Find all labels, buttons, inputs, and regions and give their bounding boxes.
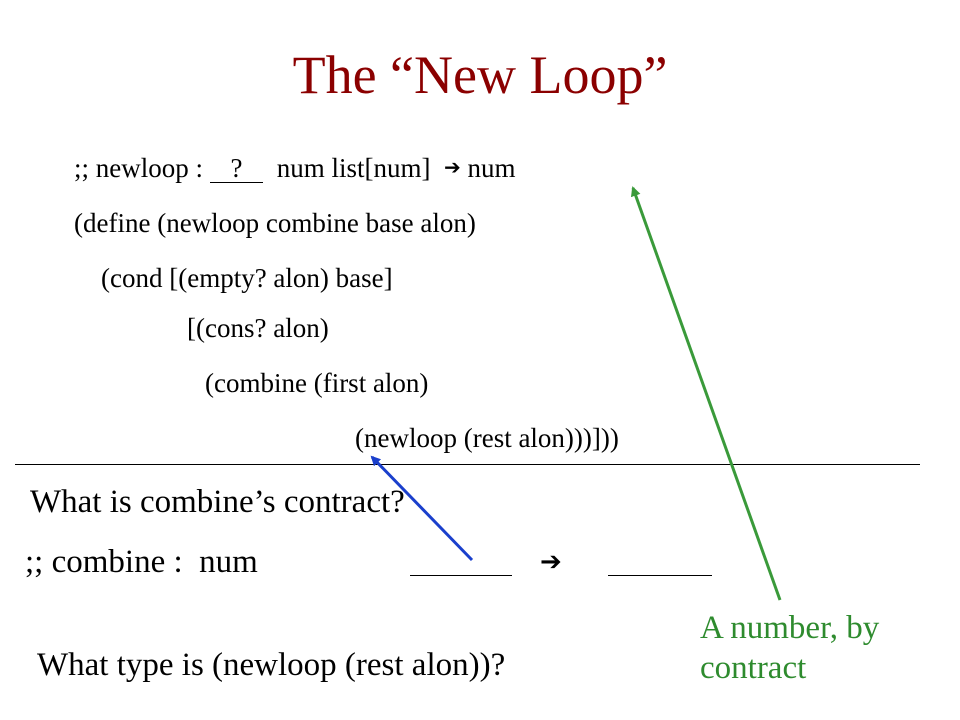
code-line-contract: ;; newloop : ? num list[num] ➔ num: [74, 155, 516, 183]
combine-arg: num: [199, 544, 258, 580]
contract-arrow-glyph: ➔: [443, 155, 461, 179]
annotation-line-1: A number, by: [700, 610, 880, 646]
contract-rest: num list[num]: [276, 153, 431, 183]
code-line-combine: (combine (first alon): [205, 368, 429, 398]
divider: [15, 464, 920, 465]
combine-contract-line: ;; combine : num: [25, 546, 258, 579]
combine-arrow-glyph: ➔: [540, 547, 562, 577]
code-line-cond: (cond [(empty? alon) base]: [101, 263, 393, 293]
contract-result: num: [467, 153, 516, 183]
green-arrow: [630, 186, 782, 601]
combine-blank-result: [608, 575, 712, 576]
annotation-line-2: contract: [700, 649, 807, 686]
slide-title: The “New Loop”: [292, 45, 668, 105]
code-line-recursion: (newloop (rest alon)))])): [355, 423, 619, 453]
blue-arrow: [370, 455, 474, 562]
contract-blank: ?: [209, 155, 264, 183]
code-line-define: (define (newloop combine base alon): [74, 208, 476, 238]
question-combine-contract: What is combine’s contract?: [30, 484, 405, 520]
question-newloop-type: What type is (newloop (rest alon))?: [37, 647, 506, 683]
contract-label: ;; newloop :: [74, 153, 210, 183]
code-line-cons: [(cons? alon): [187, 313, 329, 343]
combine-blank-arg: [410, 575, 512, 576]
combine-prefix: ;; combine :: [25, 544, 183, 580]
